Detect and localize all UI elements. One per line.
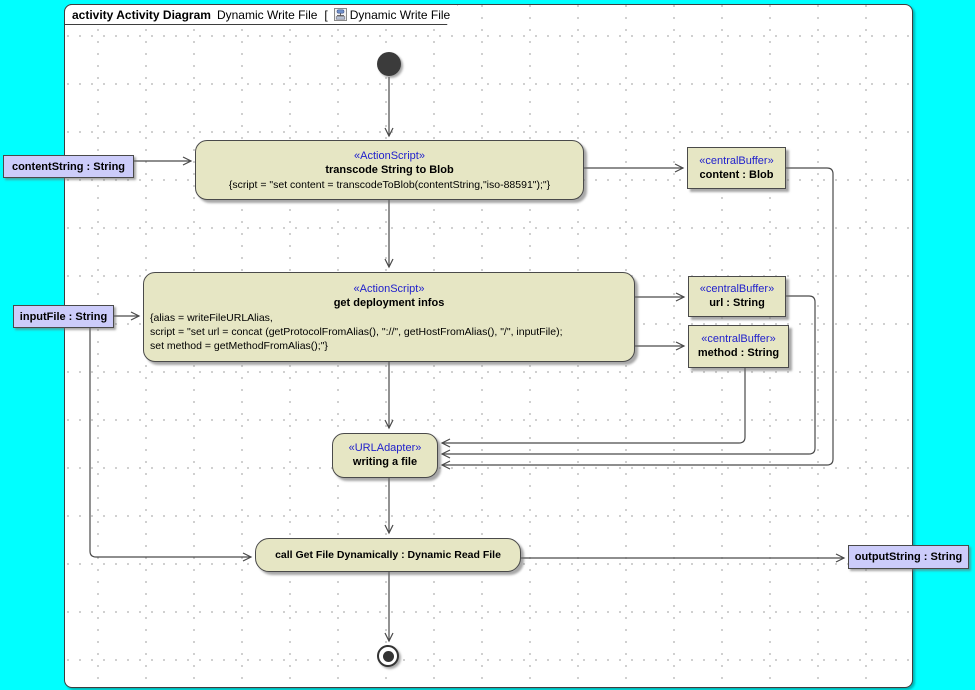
activity-final-node[interactable] [377,645,399,667]
initial-node[interactable] [377,52,401,76]
stereotype-label: «ActionScript» [354,149,425,162]
final-node-dot [382,650,394,662]
parameter-label: contentString : String [11,160,126,173]
parameter-label: inputFile : String [19,310,108,323]
action-script-text: {alias = writeFileURLAlias, [150,311,273,324]
parameter-label: outputString : String [854,551,963,563]
central-buffer-method[interactable]: «centralBuffer» method : String [688,325,789,368]
action-script-text: set method = getMethodFromAlias();"} [150,339,328,352]
stereotype-label: «ActionScript» [353,282,425,295]
action-get-deployment-infos[interactable]: «ActionScript» get deployment infos {ali… [143,272,635,362]
activity-diagram-icon [334,8,347,21]
parameter-outputstring[interactable]: outputString : String [848,545,969,569]
parameter-inputfile[interactable]: inputFile : String [13,305,114,328]
central-buffer-url[interactable]: «centralBuffer» url : String [688,276,786,317]
central-buffer-content[interactable]: «centralBuffer» content : Blob [687,147,786,189]
action-name: call Get File Dynamically : Dynamic Read… [275,548,501,561]
action-name: transcode String to Blob [325,163,454,176]
action-script-text: {script = "set content = transcodeToBlob… [228,178,551,191]
frame-ref-name: Dynamic Write File [349,7,451,22]
stereotype-label: «centralBuffer» [699,283,775,295]
frame-keyword: activity Activity Diagram [72,7,211,22]
action-writing-a-file[interactable]: «URLAdapter» writing a file [332,433,438,478]
frame-bracket-open: [ [324,7,328,22]
buffer-name: method : String [697,347,780,359]
frame-diagram-name: Dynamic Write File [216,7,318,22]
action-transcode-string-to-blob[interactable]: «ActionScript» transcode String to Blob … [195,140,584,200]
parameter-contentstring[interactable]: contentString : String [3,155,134,178]
buffer-name: url : String [709,297,765,309]
action-call-get-file-dynamically[interactable]: call Get File Dynamically : Dynamic Read… [255,538,521,572]
stereotype-label: «centralBuffer» [701,333,776,345]
stereotype-label: «URLAdapter» [348,442,422,454]
action-script-text: script = "set url = concat (getProtocolF… [150,325,563,338]
buffer-name: content : Blob [699,168,774,181]
action-name: writing a file [352,456,418,468]
frame-title-tab[interactable]: activity Activity Diagram Dynamic Write … [64,4,458,25]
action-name: get deployment infos [333,296,445,309]
stereotype-label: «centralBuffer» [699,154,774,167]
